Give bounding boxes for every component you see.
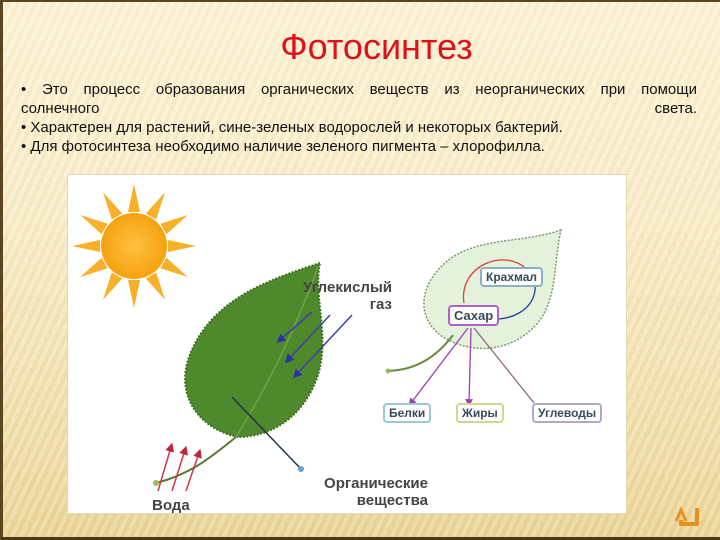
bullet-list: • Это процесс образования органических в… <box>21 80 697 156</box>
slide-title: Фотосинтез <box>280 26 473 67</box>
return-nav-button[interactable] <box>674 506 703 530</box>
sugar-box: Сахар <box>448 305 500 326</box>
green-leaf-icon <box>153 261 324 486</box>
co2-label: Углекислый газ <box>303 279 392 313</box>
bullet-item: • Для фотосинтеза необходимо наличие зел… <box>21 138 545 155</box>
sun-icon <box>72 184 196 308</box>
diagram-graphics <box>72 184 563 492</box>
product-proteins: Белки <box>383 403 432 423</box>
bullet-item: • Это процесс образования органических в… <box>21 81 697 117</box>
bullet-item: • Характерен для растений, сине-зеленых … <box>21 119 563 136</box>
product-carbohydrates: Углеводы <box>532 403 603 423</box>
starch-box: Крахмал <box>480 267 544 287</box>
product-fats: Жиры <box>456 403 504 423</box>
organic-substances-label: Органические вещества <box>324 475 428 509</box>
photosynthesis-diagram: Углекислый газ Вода Органические веществ… <box>67 174 627 514</box>
water-arrows <box>157 442 202 492</box>
co2-arrows <box>276 311 353 379</box>
chloroplast-leaf-icon <box>385 228 563 374</box>
return-icon <box>674 506 699 526</box>
water-label: Вода <box>152 497 190 514</box>
